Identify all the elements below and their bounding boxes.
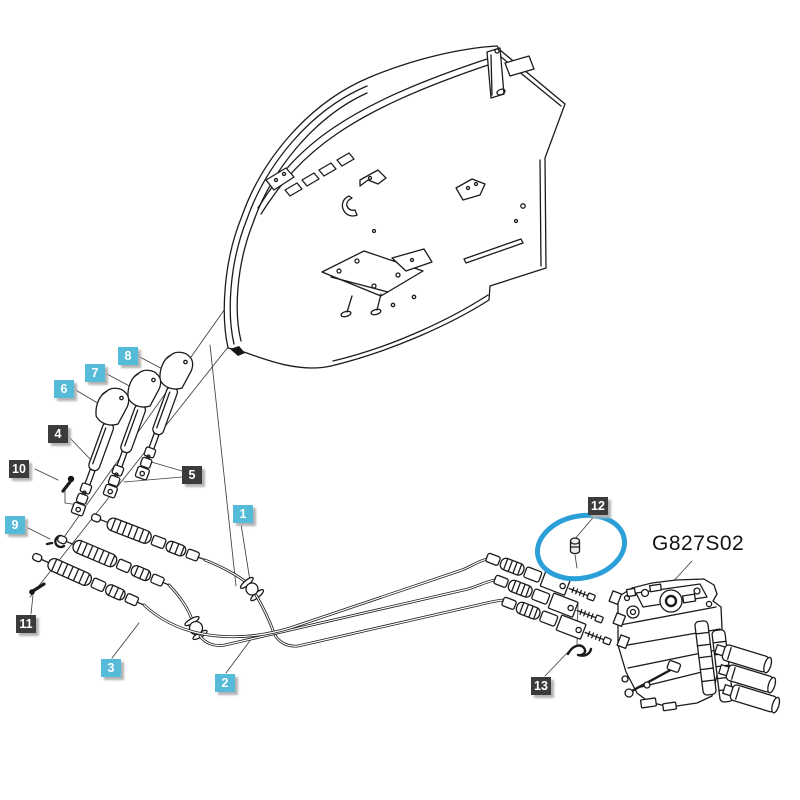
- lever-knob-7: [127, 369, 162, 408]
- lever-knob-6: [95, 387, 130, 426]
- pin-12-drawing: [569, 537, 581, 555]
- callout-13[interactable]: 13: [531, 677, 551, 695]
- fender-panel-drawing: [223, 45, 566, 369]
- highlight-circle: [534, 512, 628, 582]
- callout-7[interactable]: 7: [85, 364, 105, 382]
- callout-1[interactable]: 1: [233, 505, 253, 523]
- part-code-label: G827S02: [652, 532, 745, 555]
- callout-9[interactable]: 9: [5, 516, 25, 534]
- callout-4[interactable]: 4: [48, 425, 68, 443]
- control-levers-drawing: [70, 351, 194, 517]
- cable-1-drawing: [90, 513, 507, 648]
- cable-3-drawing: [32, 552, 490, 639]
- hydraulic-valve-drawing: [608, 578, 781, 714]
- clip-13-drawing: [566, 644, 593, 657]
- cable-end-fittings: [485, 552, 612, 646]
- cable-grommet: [184, 615, 208, 641]
- callout-8[interactable]: 8: [118, 347, 138, 365]
- callout-6[interactable]: 6: [54, 380, 74, 398]
- callout-2[interactable]: 2: [215, 674, 235, 692]
- callout-3[interactable]: 3: [101, 659, 121, 677]
- callout-12[interactable]: 12: [588, 497, 608, 515]
- callout-5[interactable]: 5: [182, 466, 202, 484]
- lever-knob-8: [159, 351, 194, 390]
- callout-11[interactable]: 11: [16, 615, 36, 633]
- screw-11-drawing: [29, 582, 46, 595]
- callout-10[interactable]: 10: [9, 460, 29, 478]
- bolt-10-drawing: [61, 475, 75, 493]
